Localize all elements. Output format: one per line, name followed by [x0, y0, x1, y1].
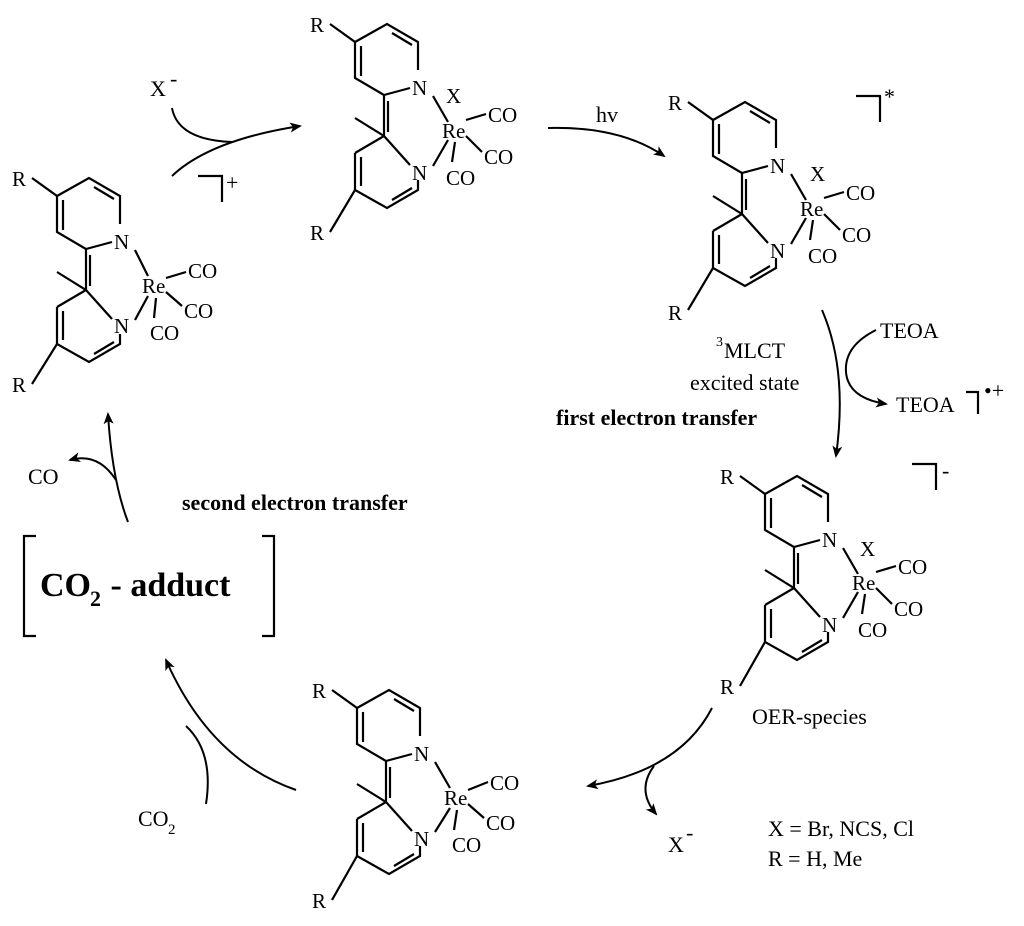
co-ligand: CO: [894, 597, 923, 621]
x-ligand: X: [860, 537, 875, 561]
n-atom: N: [114, 230, 129, 254]
co-ligand: CO: [484, 145, 513, 169]
co-ligand: CO: [490, 771, 519, 795]
arrow-oer-to-five-coordinate: [586, 707, 713, 790]
x-minus-in: X: [150, 76, 166, 101]
r-substituent: R: [720, 675, 734, 699]
anion-charge: -: [942, 458, 949, 483]
co-ligand: CO: [842, 223, 871, 247]
co2-subscript: 2: [168, 822, 176, 838]
x-minus-out: X: [668, 832, 684, 857]
re-atom: Re: [142, 274, 165, 298]
n-atom: N: [822, 528, 837, 552]
oer-species-label: OER-species: [752, 704, 867, 729]
r-definition: R = H, Me: [768, 846, 862, 871]
r-substituent: R: [312, 889, 326, 913]
excited-star: *: [884, 84, 895, 109]
x-minus-in-charge: -: [170, 66, 177, 91]
r-substituent: R: [310, 13, 324, 37]
co2-in-curve: [185, 725, 209, 805]
first-electron-transfer-label: first electron transfer: [556, 405, 757, 430]
second-electron-transfer-label: second electron transfer: [182, 490, 408, 515]
n-atom: N: [114, 314, 129, 338]
r-substituent: R: [668, 301, 682, 325]
r-substituent: R: [12, 373, 26, 397]
re-atom: Re: [852, 571, 875, 595]
x-definition: X = Br, NCS, Cl: [768, 816, 914, 841]
teoa-oxidation-curve: [844, 329, 888, 408]
r-substituent: R: [668, 91, 682, 115]
x-in-curve: [171, 107, 233, 143]
co-ligand: CO: [188, 259, 217, 283]
arrow-co2-binding: [165, 658, 297, 791]
mlct-superscript: 3: [716, 335, 723, 350]
re-atom: Re: [444, 786, 467, 810]
co2-adduct-box: CO 2 - adduct: [22, 534, 276, 638]
n-atom: N: [414, 742, 429, 766]
r-substituent: R: [720, 465, 734, 489]
teoa-radical-cation: •+: [984, 378, 1004, 403]
co-ligand: CO: [486, 811, 515, 835]
r-substituent: R: [312, 679, 326, 703]
co-ligand: CO: [150, 321, 179, 345]
arrow-excited-to-oer: [821, 309, 843, 458]
x-ligand: X: [446, 84, 461, 108]
adduct-co: CO: [40, 567, 91, 604]
arrow-photoexcitation: [547, 126, 666, 158]
co-out-label: CO: [28, 464, 59, 489]
co-ligand: CO: [808, 244, 837, 268]
co-ligand: CO: [446, 166, 475, 190]
co-ligand: CO: [184, 299, 213, 323]
x-minus-out-charge: -: [686, 820, 693, 845]
n-atom: N: [770, 239, 785, 263]
n-atom: N: [412, 76, 427, 100]
cation-charge: +: [226, 170, 238, 195]
co-ligand: CO: [898, 555, 927, 579]
hv-label: hv: [596, 102, 618, 127]
r-substituent: R: [12, 167, 26, 191]
n-atom: N: [412, 161, 427, 185]
r-substituent: R: [310, 221, 324, 245]
co-ligand: CO: [488, 103, 517, 127]
re-atom: Re: [800, 197, 823, 221]
co2-label: CO: [138, 806, 169, 831]
arrow-cation-to-neutral: [171, 122, 302, 177]
mlct-label: MLCT: [724, 338, 786, 363]
n-atom: N: [414, 827, 429, 851]
co-release-curve: [68, 452, 117, 481]
complex-five-coordinate: R N N R Re CO CO CO: [312, 679, 519, 913]
complex-cation: R N N R Re CO CO CO +: [12, 167, 238, 397]
n-atom: N: [770, 154, 785, 178]
x-ligand: X: [810, 162, 825, 186]
re-atom: Re: [442, 119, 465, 143]
adduct-subscript: 2: [90, 586, 101, 611]
complex-neutral-x: R N N R Re X CO CO CO: [310, 13, 517, 245]
n-atom: N: [822, 613, 837, 637]
complex-excited-state: R N N R Re X CO CO CO *: [668, 84, 895, 325]
adduct-text: - adduct: [102, 567, 231, 604]
excited-state-label: excited state: [690, 370, 799, 395]
co-ligand: CO: [846, 181, 875, 205]
co-ligand: CO: [858, 618, 887, 642]
teoa-product-label: TEOA: [896, 392, 955, 417]
teoa-label: TEOA: [880, 318, 939, 343]
arrow-adduct-to-cation: [103, 412, 129, 523]
co-ligand: CO: [452, 833, 481, 857]
complex-oer-species: R N N R Re X CO CO CO - OER-species: [720, 458, 949, 729]
x-release-curve: [644, 765, 658, 816]
